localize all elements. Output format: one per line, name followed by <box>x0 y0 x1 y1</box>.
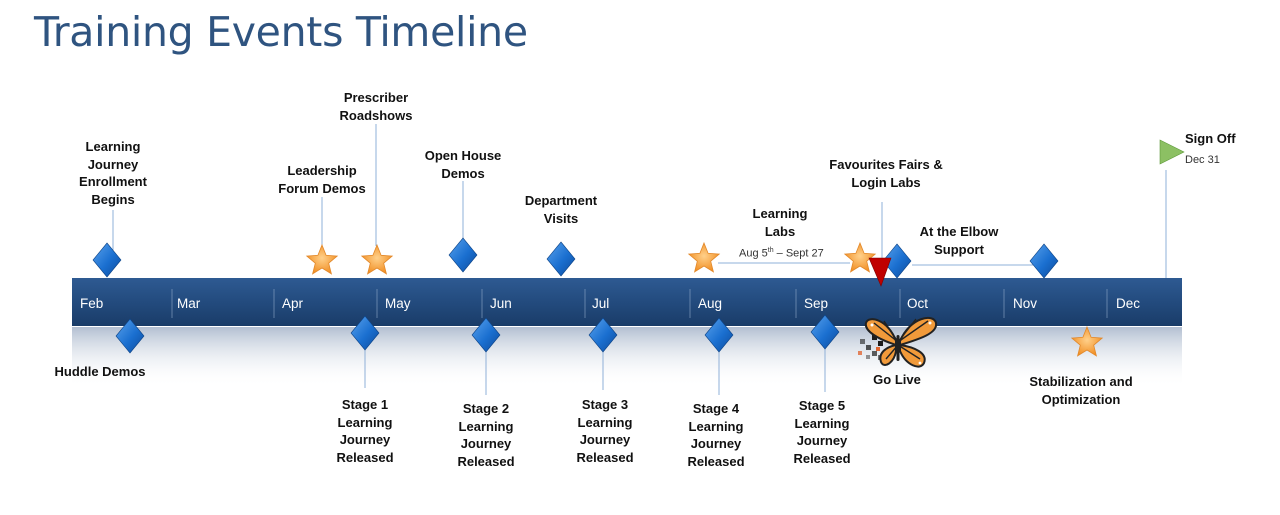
star-labs-end <box>843 241 877 273</box>
diamond-department <box>546 241 576 277</box>
connector-lines <box>112 124 1167 395</box>
month-nov: Nov <box>1013 296 1038 311</box>
diamond-stage-3 <box>588 317 618 353</box>
bar-reflection <box>72 327 1182 387</box>
star-markers <box>305 241 1104 357</box>
diamond-at-elbow-end <box>1029 243 1059 279</box>
label-huddle-demos: Huddle Demos <box>54 364 146 379</box>
diamond-enrollment <box>92 242 122 278</box>
diamond-at-elbow-start <box>882 243 912 279</box>
sign-off-flag <box>1159 139 1185 165</box>
diamond-stage-1 <box>350 315 380 351</box>
diamond-huddle <box>115 318 145 354</box>
month-jul: Jul <box>592 296 610 311</box>
timeline-bar <box>72 278 1182 326</box>
learning-labs-dates: Aug 5th – Sept 27 <box>739 247 824 260</box>
month-sep: Sep <box>804 296 829 311</box>
diamond-stage-5 <box>810 314 840 350</box>
label-favourites-fairs: Favourites Fairs &Login Labs <box>829 157 943 190</box>
month-mar: Mar <box>177 296 201 311</box>
star-labs-start <box>687 241 721 273</box>
month-apr: Apr <box>282 296 304 311</box>
diamond-open-house <box>448 237 478 273</box>
page-title: Training Events Timeline <box>34 8 528 56</box>
star-stabilization <box>1070 325 1104 357</box>
month-oct: Oct <box>907 296 929 311</box>
star-prescriber <box>360 243 394 275</box>
diamond-stage-4 <box>704 317 734 353</box>
month-dec: Dec <box>1116 296 1141 311</box>
month-dividers <box>171 289 1108 318</box>
diamond-stage-2 <box>471 317 501 353</box>
sign-off-date: Dec 31 <box>1185 154 1220 166</box>
butterfly-icon <box>858 316 938 368</box>
month-jun: Jun <box>490 296 512 311</box>
month-aug: Aug <box>698 296 723 311</box>
label-sign-off: Sign Off <box>1185 131 1236 146</box>
diamond-markers <box>92 237 1059 354</box>
month-may: May <box>385 296 411 311</box>
star-leadership <box>305 243 339 275</box>
favourites-triangle <box>868 257 892 287</box>
label-go-live: Go Live <box>873 372 921 387</box>
month-feb: Feb <box>80 296 104 311</box>
